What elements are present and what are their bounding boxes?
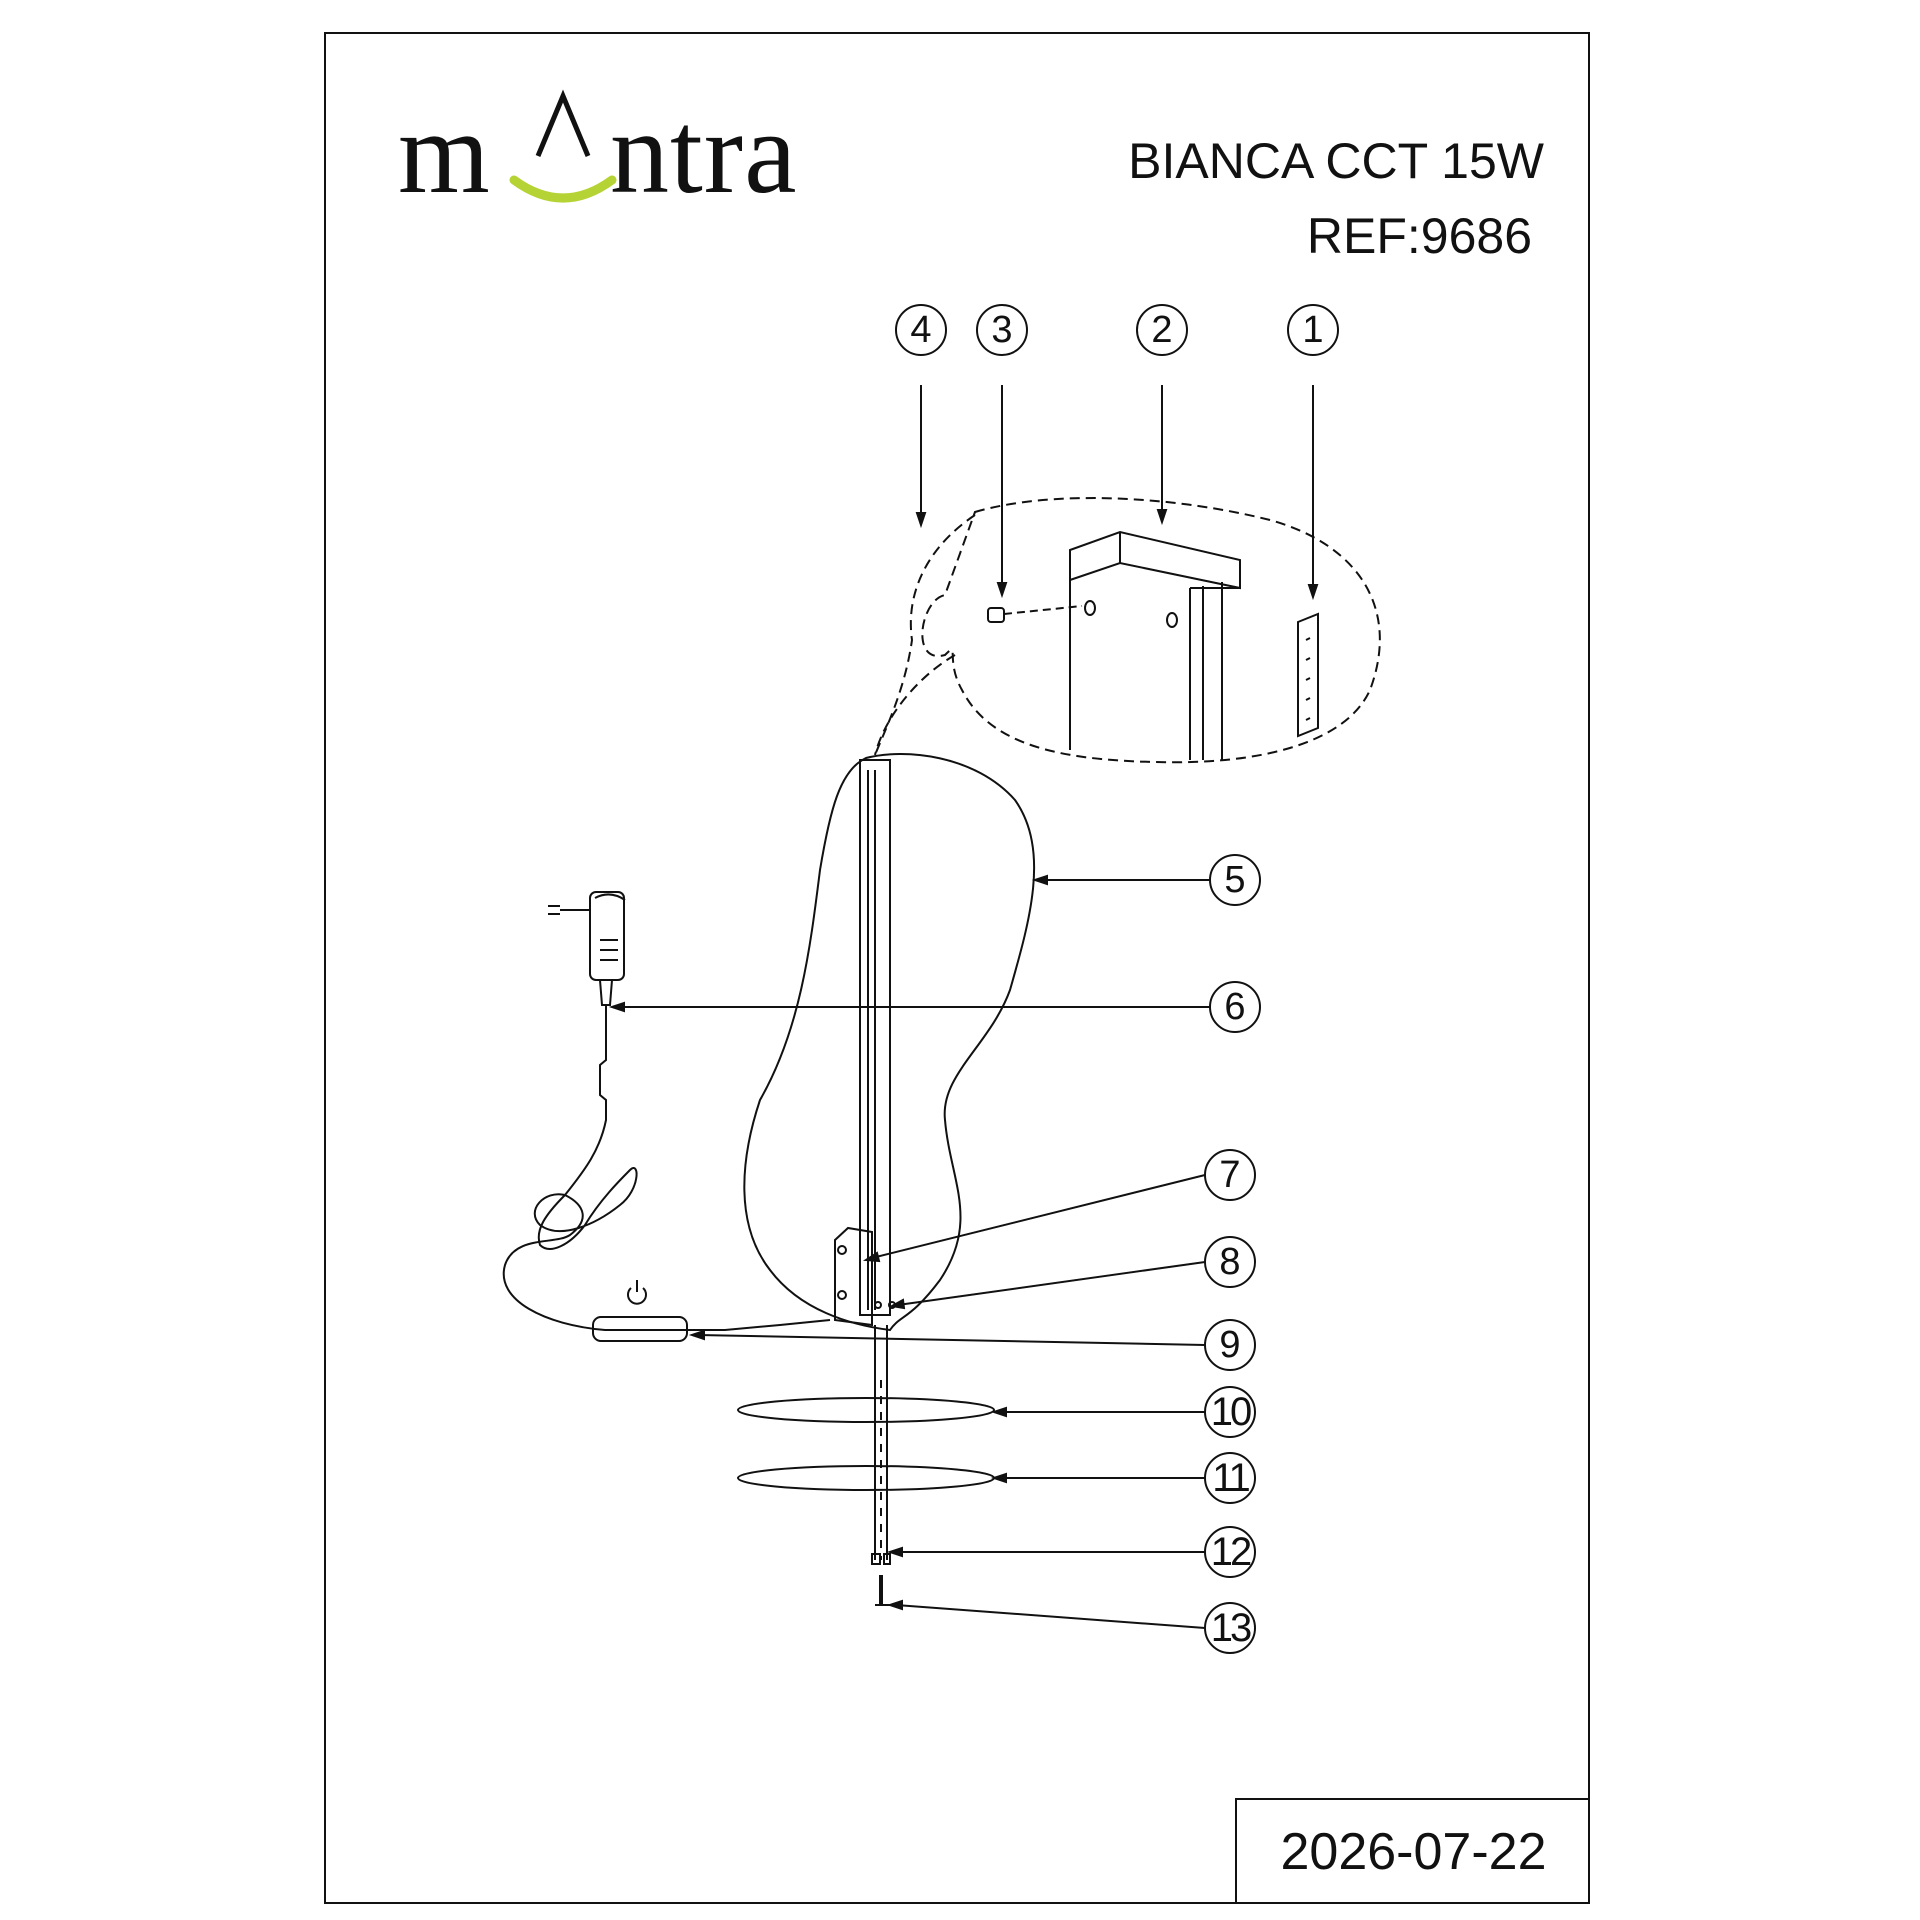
mantra-logo: m ntra [398, 88, 858, 228]
base-plate-part-10 [737, 1397, 995, 1423]
frame-profile-part-2 [1069, 530, 1241, 760]
callout-3: 3 [976, 304, 1028, 356]
power-plug-adapter-icon [548, 891, 626, 1006]
product-ref: REF:9686 [1306, 208, 1532, 264]
screw-part-3 [987, 605, 1083, 623]
leader-7 [871, 1174, 1206, 1259]
inline-switch-part-9 [592, 1316, 688, 1342]
base-plate-part-11 [737, 1465, 995, 1491]
detail-bubble-outline [921, 497, 1381, 764]
callout-2: 2 [1136, 304, 1188, 356]
callout-1: 1 [1287, 304, 1339, 356]
logo-lambda-smile-mark [509, 89, 617, 203]
leader-8 [897, 1261, 1206, 1306]
callout-13: 13 [1204, 1602, 1256, 1654]
logo-letter-m: m [398, 87, 491, 218]
callout-5: 5 [1209, 854, 1261, 906]
callout-12: 12 [1204, 1526, 1256, 1578]
detail-leader-dashed-2 [874, 654, 956, 756]
product-name: BIANCA CCT 15W [1128, 133, 1544, 189]
logo-letters-ntra: ntra [610, 87, 798, 218]
callout-8: 8 [1204, 1236, 1256, 1288]
date-stamp-box: 2026-07-22 [1235, 1798, 1590, 1904]
power-switch-icon [627, 1280, 647, 1305]
leader-13 [895, 1604, 1206, 1629]
callout-11: 11 [1204, 1452, 1256, 1504]
frame-rod [859, 759, 891, 1316]
callout-9: 9 [1204, 1319, 1256, 1371]
bolt-part-13 [875, 1575, 890, 1606]
nut-part-12 [871, 1553, 891, 1565]
base-stem [874, 1325, 888, 1560]
drawing-sheet-border [324, 32, 1590, 1904]
leader-9 [697, 1334, 1206, 1346]
base-bracket-part-7-8 [834, 1226, 896, 1327]
power-cable [502, 1005, 831, 1331]
callout-7: 7 [1204, 1149, 1256, 1201]
callout-4: 4 [895, 304, 947, 356]
callout-6: 6 [1209, 981, 1261, 1033]
diffuser-panel-part-5 [743, 753, 1036, 1332]
led-strip-part-1 [1297, 612, 1319, 738]
detail-leader-dashed [874, 514, 976, 756]
callout-10: 10 [1204, 1386, 1256, 1438]
